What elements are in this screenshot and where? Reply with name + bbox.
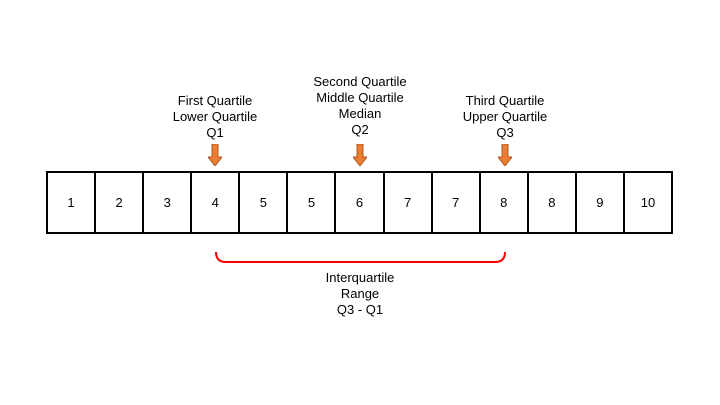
q2-label-line-3: Median [338,106,382,121]
data-cell: 6 [336,173,385,232]
data-cell: 9 [577,173,625,232]
q3-label-line-1: Third Quartile [465,93,545,108]
q2-label-line-1: Second Quartile [313,74,407,89]
q1-label: First Quartile Lower Quartile Q1 [135,93,295,141]
data-cell: 5 [288,173,337,232]
q2-label: Second Quartile Middle Quartile Median Q… [280,74,440,138]
data-cell: 8 [481,173,529,232]
q3-label: Third Quartile Upper Quartile Q3 [425,93,585,141]
q1-label-line-1: First Quartile [177,93,253,108]
q3-arrow-icon [498,144,512,166]
q2-arrow-icon [353,144,367,166]
iqr-label: Interquartile Range Q3 - Q1 [280,270,440,318]
q1-label-line-2: Lower Quartile [172,109,258,124]
data-cell: 4 [192,173,241,232]
data-cell: 1 [48,173,97,232]
q3-label-line-3: Q3 [496,125,514,140]
iqr-label-line-2: Range [340,286,380,301]
iqr-label-line-1: Interquartile [325,270,395,285]
iqr-label-line-3: Q3 - Q1 [336,302,384,317]
q3-label-line-2: Upper Quartile [462,109,548,124]
data-cell: 10 [625,173,674,232]
q1-label-line-3: Q1 [206,125,224,140]
q2-label-line-2: Middle Quartile [316,90,404,105]
data-cell: 3 [144,173,193,232]
data-cell: 7 [385,173,433,232]
data-cell: 2 [96,173,145,232]
data-cell: 7 [433,173,481,232]
q1-arrow-icon [208,144,222,166]
data-row: 1 2 3 4 5 5 6 7 7 8 8 9 10 [46,171,674,234]
data-cell: 8 [529,173,577,232]
data-cell: 5 [240,173,289,232]
q2-label-line-4: Q2 [351,122,369,137]
